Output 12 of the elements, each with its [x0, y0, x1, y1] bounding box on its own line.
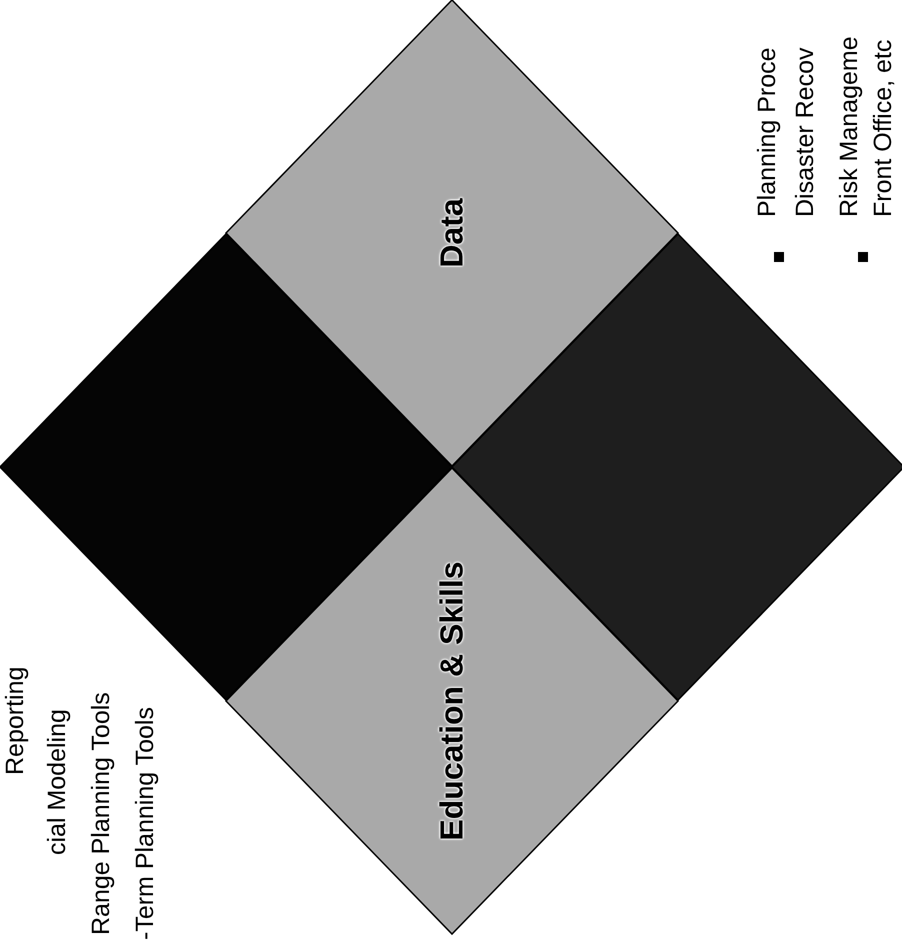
diamond-panel — [226, 468, 678, 934]
list-item-text: Disaster Recov — [790, 48, 820, 217]
list-item-text: Front Office, etc — [868, 40, 898, 217]
list-item-text: cial Modeling — [42, 709, 72, 855]
list-item-text: Range Planning Tools — [86, 692, 116, 935]
list-item-text: -Term Planning Tools — [130, 707, 160, 940]
panel-title: Education & Skills — [434, 561, 470, 841]
list-item-text: Planning Proce — [752, 47, 782, 217]
list-item-text: Reporting — [0, 666, 30, 775]
panel-title: Data — [434, 198, 470, 268]
list-item-text: Risk Manageme — [834, 36, 864, 217]
diamond-panel — [226, 0, 678, 466]
